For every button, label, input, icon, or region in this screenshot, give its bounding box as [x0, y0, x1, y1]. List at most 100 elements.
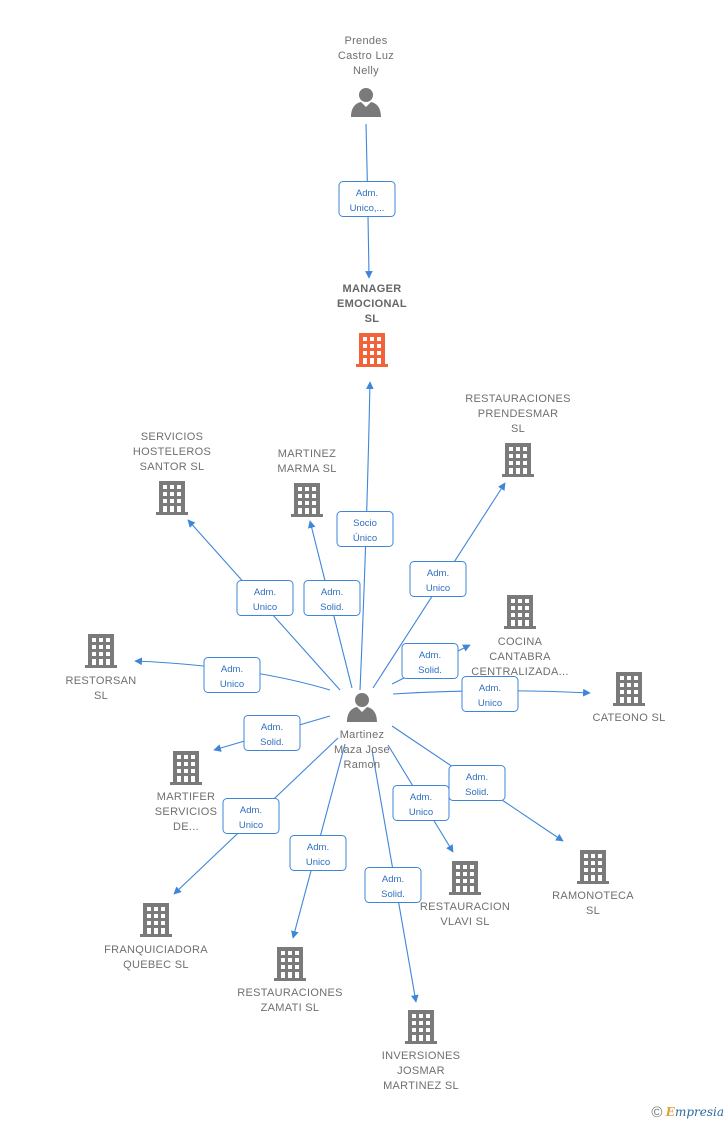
node-label-line: MANAGER [343, 283, 402, 295]
node-label-line: MARTINEZ SL [383, 1080, 459, 1092]
edge-label-text: Unico,... [350, 203, 385, 214]
edge-label-text: Adm. [410, 792, 432, 803]
edge-label-text: Solid. [320, 602, 344, 613]
empresia-watermark[interactable]: © Empresia [651, 1104, 724, 1121]
node-label-line: SERVICIOS [155, 806, 217, 818]
company-node-restprendesmar[interactable]: RESTAURACIONES PRENDESMAR SL [465, 393, 570, 477]
node-label-line: SL [94, 690, 108, 702]
edge-label-ramonoteca[interactable]: Adm. Solid. [448, 765, 506, 801]
edge-label-text: Unico [478, 698, 502, 709]
node-label-line: FRANQUICIADORA [104, 944, 208, 956]
company-node-cocina[interactable]: COCINA CANTABRA CENTRALIZADA... [471, 595, 568, 678]
node-label-line: VLAVI SL [440, 916, 489, 928]
edge-label-box [303, 580, 361, 616]
building-icon [356, 333, 388, 367]
edge-label-text: Adm. [321, 587, 343, 598]
edge-label-text: Solid. [381, 889, 405, 900]
company-node-marma[interactable]: MARTINEZ MARMA SL [277, 448, 336, 517]
company-node-restorsan[interactable]: RESTORSAN SL [66, 634, 137, 702]
edge-label-franquiciadora[interactable]: Adm. Unico [222, 798, 280, 834]
node-label-line: RESTORSAN [66, 675, 137, 687]
company-node-cateono[interactable]: CATEONO SL [592, 672, 665, 724]
edge-label-text: Unico [220, 679, 244, 690]
edge-label-box [338, 181, 396, 217]
edge-label-text: Solid. [465, 787, 489, 798]
node-label-line: RESTAURACION [420, 901, 510, 913]
edge-label-text: Unico [239, 820, 263, 831]
edge-label-text: Adm. [221, 664, 243, 675]
edge-label-text: Unico [409, 807, 433, 818]
node-label-line: CENTRALIZADA... [471, 666, 568, 678]
node-label-line: RESTAURACIONES [465, 393, 570, 405]
building-icon [274, 947, 306, 981]
node-label-line: SL [365, 313, 380, 325]
edge-label-text: Unico [306, 857, 330, 868]
node-label-line: CATEONO SL [592, 712, 665, 724]
node-label-line: MARTIFER [157, 791, 215, 803]
node-label-line: COCINA [498, 636, 543, 648]
company-node-martifer[interactable]: MARTIFER SERVICIOS DE... [155, 751, 217, 833]
edge-label-text: Socio [353, 518, 377, 529]
edge-label-zamati[interactable]: Adm. Unico [289, 835, 347, 871]
edge-label-text: Solid. [260, 737, 284, 748]
building-icon [502, 443, 534, 477]
building-icon [170, 751, 202, 785]
building-icon [156, 481, 188, 515]
node-label-line: SERVICIOS [141, 431, 203, 443]
node-label-line: EMOCIONAL [337, 298, 407, 310]
edge-label-text: Adm. [466, 772, 488, 783]
edge-label-text: Adm. [382, 874, 404, 885]
node-label-line: DE... [173, 821, 199, 833]
node-label-line: MARTINEZ [278, 448, 336, 460]
edge-label-box [222, 798, 280, 834]
company-node-servicios[interactable]: SERVICIOS HOSTELEROS SANTOR SL [133, 431, 211, 515]
company-node-franquiciadora[interactable]: FRANQUICIADORA QUEBEC SL [104, 903, 208, 971]
node-label-line: SL [511, 423, 525, 435]
node-label-line: PRENDESMAR [478, 408, 559, 420]
edge-label-restprendesmar[interactable]: Adm.Unico [409, 561, 467, 597]
edge-label-manager[interactable]: Adm.Unico,... [338, 181, 396, 217]
edge-label-josmar[interactable]: Adm. Solid. [364, 867, 422, 903]
edge-label-box [448, 765, 506, 801]
edge-label-servicios[interactable]: Adm.Unico [236, 580, 294, 616]
edge-label-vlavi[interactable]: Adm. Unico [392, 785, 450, 821]
node-label-line: CANTABRA [489, 651, 551, 663]
edge-label-box [364, 867, 422, 903]
edge-label-box [392, 785, 450, 821]
edge-label-text: Adm. [427, 568, 449, 579]
copyright-icon: © [651, 1104, 663, 1121]
edges-layer [134, 123, 591, 1003]
building-icon [449, 861, 481, 895]
edge-label-text: Adm. [307, 842, 329, 853]
edge-label-martifer[interactable]: Adm. Solid. [243, 715, 301, 751]
edge-label-box [289, 835, 347, 871]
building-icon [291, 483, 323, 517]
node-label-line: MARMA SL [277, 463, 336, 475]
edge-label-text: Adm. [479, 683, 501, 694]
edge-label-marma[interactable]: Adm. Solid. [303, 580, 361, 616]
edge-label-cateono[interactable]: Adm. Unico [461, 676, 519, 712]
company-node-vlavi[interactable]: RESTAURACION VLAVI SL [420, 861, 510, 928]
node-label-line: Ramon [344, 759, 381, 771]
node-label-line: QUEBEC SL [123, 959, 189, 971]
edge-label-box [203, 657, 261, 693]
edge-label-box [461, 676, 519, 712]
edge-label-restorsan[interactable]: Adm. Unico [203, 657, 261, 693]
node-label-line: HOSTELEROS [133, 446, 211, 458]
building-icon [405, 1010, 437, 1044]
edge-label-text: Adm. [240, 805, 262, 816]
edge-label-box [401, 643, 459, 679]
node-label-line: Nelly [353, 65, 379, 77]
edge-label-cocina[interactable]: Adm.Solid. [401, 643, 459, 679]
edge-label-text: Adm. [261, 722, 283, 733]
edge-label-text: Único [353, 533, 377, 544]
node-label-line: SANTOR SL [140, 461, 205, 473]
company-node-manager[interactable]: MANAGER EMOCIONAL SL [337, 283, 407, 367]
